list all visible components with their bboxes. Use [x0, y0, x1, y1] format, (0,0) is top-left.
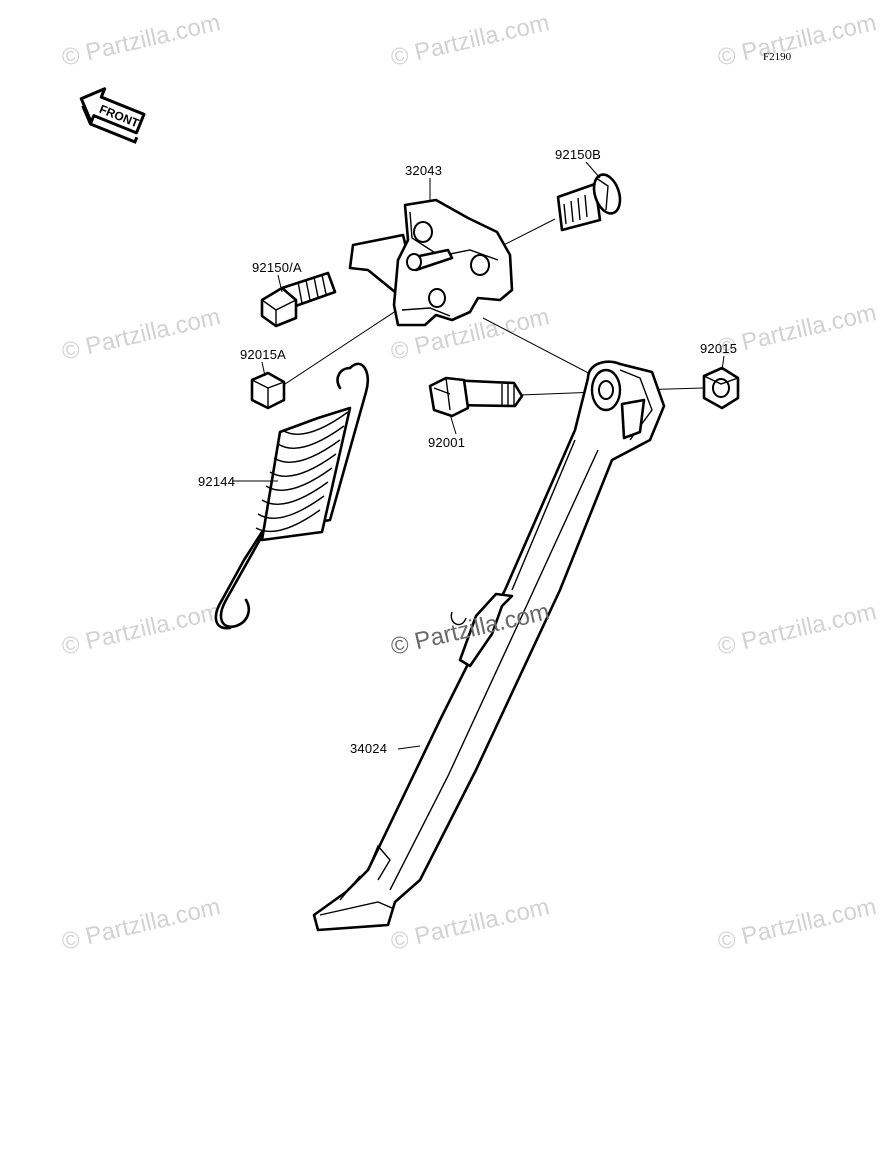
diagram-code: F2190 — [763, 51, 792, 63]
spring-92144 — [214, 362, 370, 630]
watermark: © Partzilla.com — [59, 9, 223, 72]
watermark: © Partzilla.com — [59, 303, 223, 366]
watermark: © Partzilla.com — [388, 893, 552, 956]
part-label-32043: 32043 — [405, 163, 442, 178]
front-arrow-icon: FRONT — [79, 87, 146, 144]
side-stand-34024 — [312, 360, 666, 932]
watermark: © Partzilla.com — [59, 598, 223, 661]
watermark-layer: © Partzilla.com © Partzilla.com © Partzi… — [59, 9, 879, 956]
watermark: © Partzilla.com — [715, 598, 879, 661]
watermark: © Partzilla.com — [715, 893, 879, 956]
part-label-92150b: 92150B — [555, 147, 601, 162]
nut-92015 — [702, 366, 740, 410]
watermark: © Partzilla.com — [715, 299, 879, 362]
bracket-32043 — [348, 198, 514, 327]
watermark: © Partzilla.com — [388, 9, 552, 72]
bolt-92150a — [260, 271, 337, 328]
part-label-92150a: 92150/A — [252, 260, 302, 275]
nut-92015a — [250, 371, 286, 410]
watermark: © Partzilla.com — [715, 9, 879, 72]
part-label-92144: 92144 — [198, 474, 235, 489]
part-label-92001: 92001 — [428, 435, 465, 450]
bolt-92150b — [556, 173, 622, 232]
part-label-92015a: 92015A — [240, 347, 286, 362]
bolt-92001 — [428, 376, 524, 418]
part-label-92015: 92015 — [700, 341, 737, 356]
label-leaders — [232, 161, 725, 750]
watermark: © Partzilla.com — [59, 893, 223, 956]
part-label-34024: 34024 — [350, 741, 387, 756]
